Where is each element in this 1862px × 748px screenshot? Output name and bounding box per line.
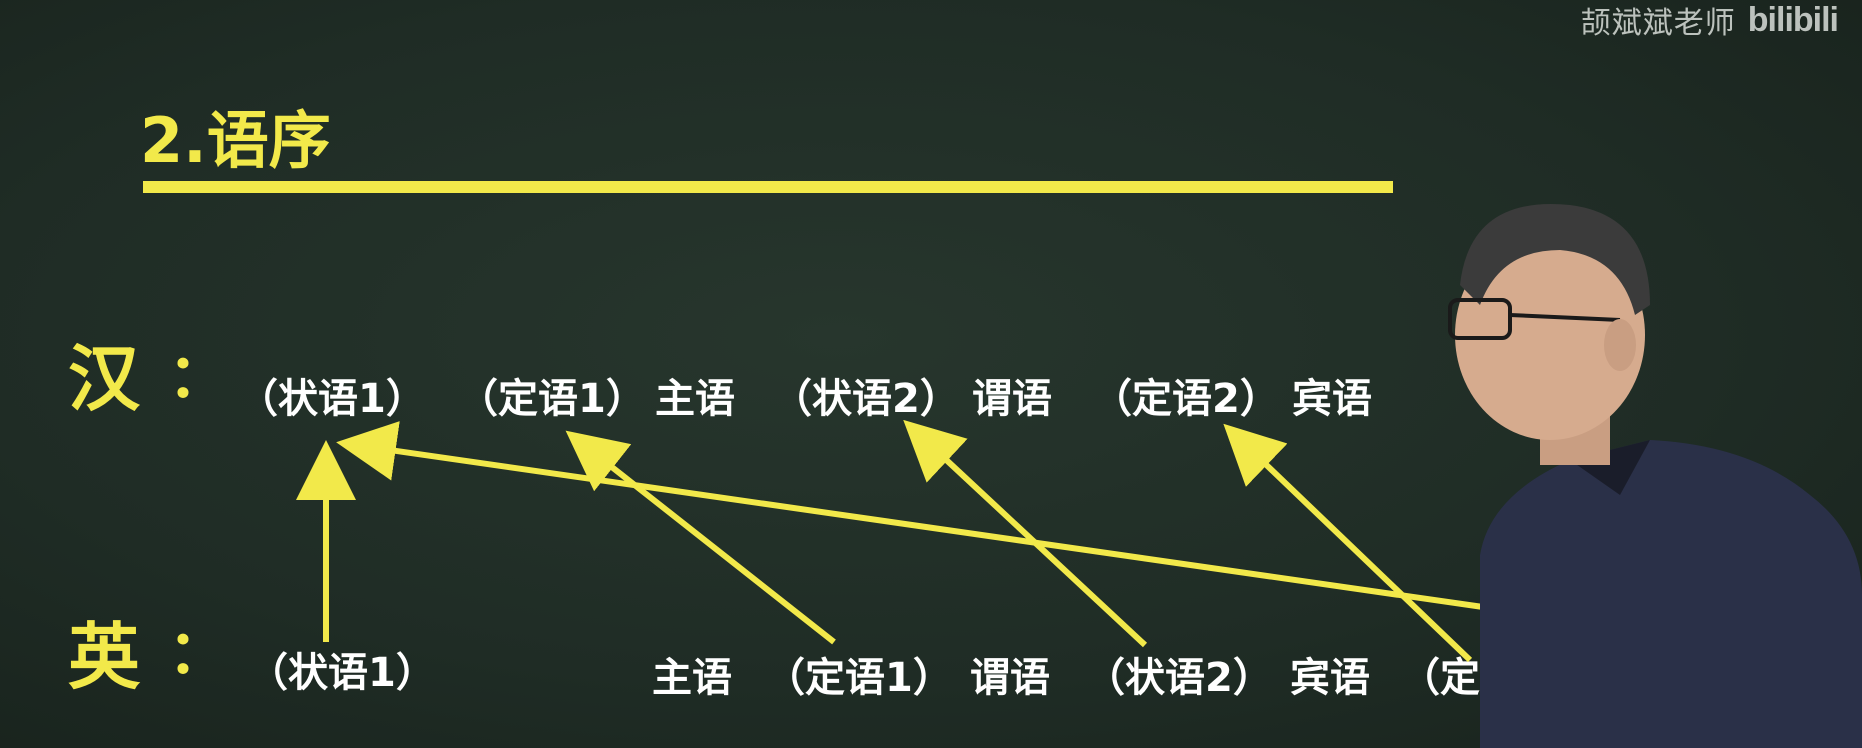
arrow-attributive-1 [565,430,836,645]
watermark: 颉斌斌老师 bilibili [1580,0,1839,42]
en-token-object: 宾语 [1290,655,1370,701]
zh-token-object: 宾语 [1292,376,1372,422]
en-token-predicate: 谓语 [970,655,1050,701]
english-row-label: 英 [68,615,141,699]
zh-token-predicate: 谓语 [972,376,1052,422]
arrow-attributive-2 [1223,423,1473,663]
zh-token-attributive-2: （定语2） [1092,376,1280,422]
chinese-row-label: 汉 [68,337,141,421]
arrow-adverbial-2 [903,419,1148,648]
zh-token-subject: 主语 [655,376,735,422]
english-row-colon: ： [168,618,228,688]
en-token-adverbial-2: （状语2） [1085,655,1273,701]
chinese-row-colon: ： [168,342,228,412]
en-token-adverbial-1: （状语1） [248,650,436,696]
arrow-long-adverbial [336,421,1491,611]
watermark-teacher-name: 颉斌斌老师 [1580,6,1736,41]
zh-token-attributive-1: （定语1） [458,376,646,422]
zh-token-adverbial-2: （状语2） [772,376,960,422]
slide-title: 2.语序 [140,104,331,177]
en-token-subject: 主语 [652,655,732,701]
zh-token-adverbial-1: （状语1） [238,376,426,422]
teacher-figure [1448,204,1862,748]
en-token-attributive-1: （定语1） [765,655,953,701]
en-token-attributive-2-partial: （定 [1400,655,1480,701]
title-underline [143,181,1393,193]
bilibili-logo: bilibili [1747,0,1839,39]
